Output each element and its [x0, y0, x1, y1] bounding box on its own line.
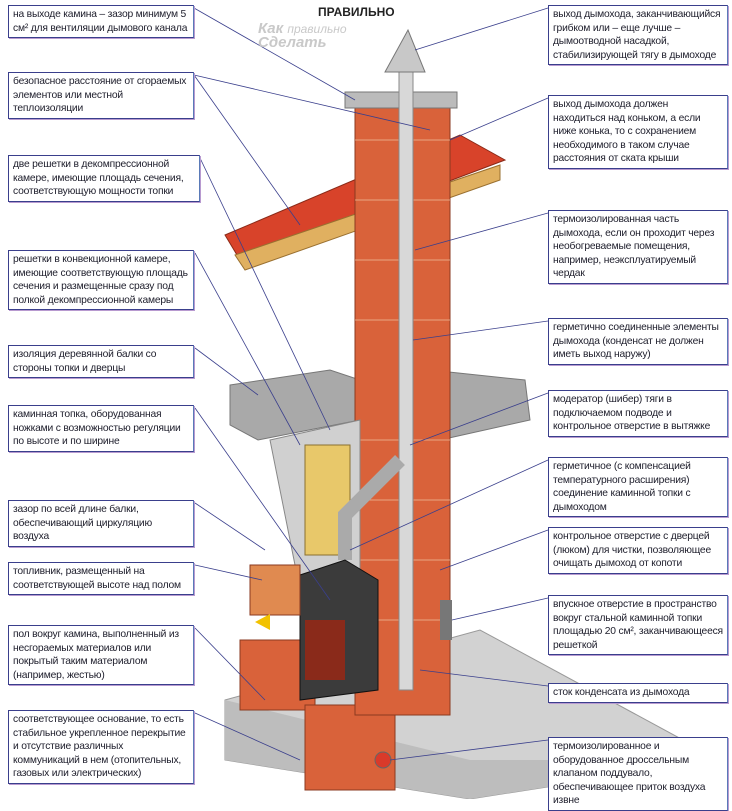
label-chimney-cap: выход дымохода, заканчивающийся грибком …: [548, 5, 728, 65]
label-beam-insulation: изоляция деревянной балки со стороны топ…: [8, 345, 194, 378]
label-firebox-legs: каминная топка, оборудованная ножками с …: [8, 405, 194, 452]
label-safe-distance: безопасное расстояние от сгораемых элеме…: [8, 72, 194, 119]
label-decompression-grilles: две решетки в декомпрессионной камере, и…: [8, 155, 200, 202]
label-condensate-drain: сток конденсата из дымохода: [548, 683, 728, 703]
label-foundation: соответствующее основание, то есть стаби…: [8, 710, 194, 784]
label-fireproof-floor: пол вокруг камина, выполненный из несгор…: [8, 625, 194, 685]
label-insulated-chimney: термоизолированная часть дымохода, если …: [548, 210, 728, 284]
label-sealed-elements: герметично соединенные элементы дымохода…: [548, 318, 728, 365]
label-air-inlet: впускное отверстие в пространство вокруг…: [548, 595, 728, 655]
label-convection-grilles: решетки в конвекционной камере, имеющие …: [8, 250, 194, 310]
label-firebox-height: топливник, размещенный на соответствующе…: [8, 562, 194, 595]
label-chimney-ridge: выход дымохода должен находиться над кон…: [548, 95, 728, 169]
label-cleanout-door: контрольное отверстие с дверцей (люком) …: [548, 527, 728, 574]
diagram-title: ПРАВИЛЬНО: [318, 5, 395, 19]
label-vent-gap: на выходе камина – зазор минимум 5 см² д…: [8, 5, 194, 38]
label-ash-pit: термоизолированное и оборудованное дросс…: [548, 737, 728, 811]
label-sealed-connection: герметичное (с компенсацией температурно…: [548, 457, 728, 517]
label-damper: модератор (шибер) тяги в подключаемом по…: [548, 390, 728, 437]
label-beam-gap: зазор по всей длине балки, обеспечивающи…: [8, 500, 194, 547]
